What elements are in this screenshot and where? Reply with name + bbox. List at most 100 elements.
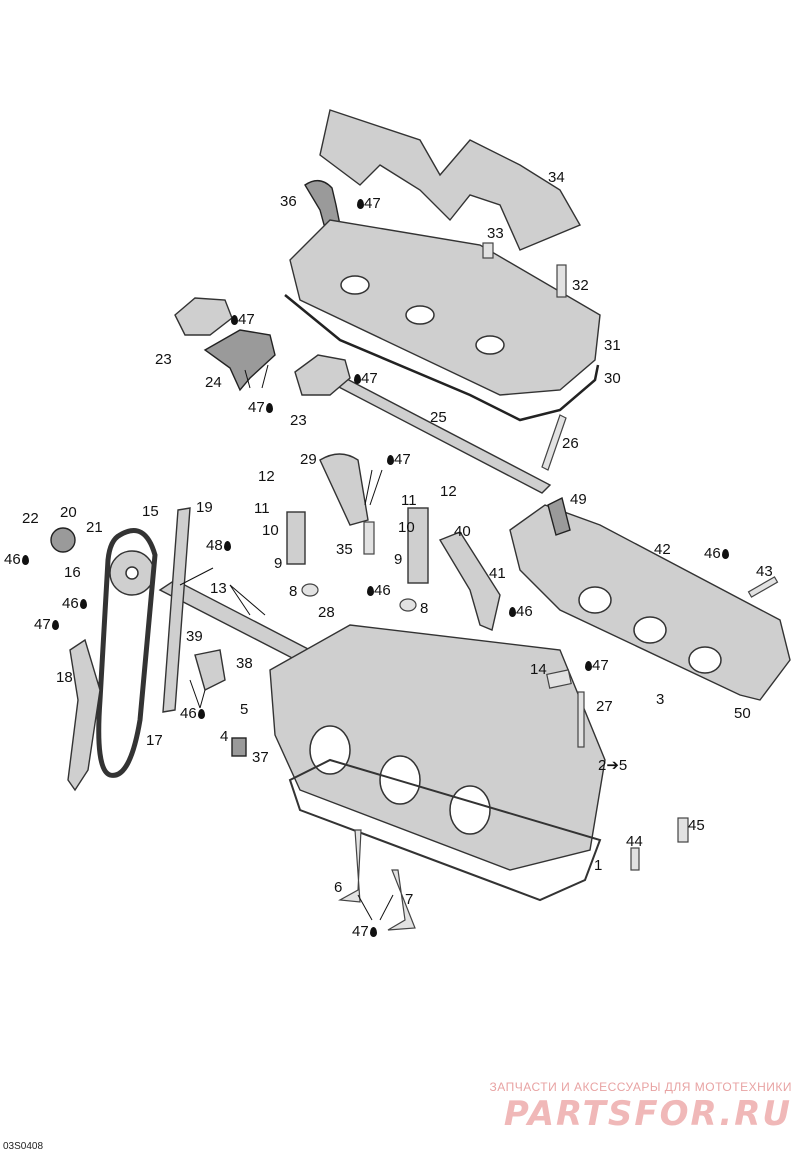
valve-6 bbox=[338, 829, 362, 903]
callout-48-oil: 48 bbox=[206, 538, 231, 554]
callout-8a: 8 bbox=[289, 583, 298, 600]
plate-14 bbox=[546, 669, 572, 689]
tensioner-20 bbox=[50, 527, 76, 553]
cylinder-head-1 bbox=[269, 624, 606, 871]
callout-19: 19 bbox=[196, 499, 213, 516]
oil-drop-icon bbox=[509, 607, 516, 617]
callout-16: 16 bbox=[64, 564, 81, 581]
oil-drop-icon bbox=[721, 549, 729, 559]
oil-drop-icon bbox=[585, 661, 592, 671]
callout-16-oil: 46 bbox=[62, 596, 87, 612]
callout-23a: 23 bbox=[155, 351, 172, 368]
callout-43-oil: 46 bbox=[704, 546, 729, 562]
rocker-arm-23-upper bbox=[174, 297, 233, 336]
callout-32: 32 bbox=[572, 277, 589, 294]
callout-36: 36 bbox=[280, 193, 297, 210]
callout-67-oil: 47 bbox=[352, 924, 377, 940]
oil-drop-icon bbox=[21, 555, 29, 565]
callout-38: 38 bbox=[236, 655, 253, 672]
callout-28: 28 bbox=[318, 604, 335, 621]
sprocket-hub bbox=[125, 566, 139, 580]
callout-30: 30 bbox=[604, 370, 621, 387]
callout-13: 13 bbox=[210, 580, 227, 597]
valve-cover-hole bbox=[475, 335, 505, 355]
tube-29 bbox=[319, 453, 369, 526]
manifold-port bbox=[633, 616, 667, 644]
manifold-port bbox=[688, 646, 722, 674]
reference-code: 03S0408 bbox=[3, 1141, 44, 1152]
callout-17: 17 bbox=[146, 732, 163, 749]
callout-9b: 9 bbox=[394, 551, 403, 568]
callout-34: 34 bbox=[548, 169, 565, 186]
bolt-32 bbox=[556, 264, 567, 298]
callout-23b: 23 bbox=[290, 412, 307, 429]
head-port bbox=[449, 785, 491, 835]
bracket-40 bbox=[438, 531, 501, 631]
bolt-27 bbox=[577, 691, 585, 748]
callout-22: 22 bbox=[22, 510, 39, 527]
callout-10a: 10 bbox=[262, 522, 279, 539]
intake-manifold-42 bbox=[509, 504, 791, 701]
oil-drop-icon bbox=[369, 927, 377, 937]
oil-drop-icon bbox=[231, 315, 238, 325]
callout-45: 45 bbox=[688, 817, 705, 834]
callout-33: 33 bbox=[487, 225, 504, 242]
callout-21: 21 bbox=[86, 519, 103, 536]
cover-plate-34 bbox=[319, 109, 582, 251]
sensor-37 bbox=[231, 737, 247, 757]
callout-18: 18 bbox=[56, 669, 73, 686]
oil-drop-icon bbox=[223, 541, 231, 551]
valve-cover-hole bbox=[340, 275, 370, 295]
valve-stem-seal-8b bbox=[399, 598, 417, 612]
callout-23b-oil: 47 bbox=[353, 371, 378, 387]
oil-drop-icon bbox=[51, 620, 59, 630]
valve-cover-31 bbox=[289, 219, 601, 396]
dowel-45 bbox=[677, 817, 689, 843]
bolt-43 bbox=[747, 576, 779, 598]
callout-23a-oil: 47 bbox=[230, 312, 255, 328]
callout-11b: 11 bbox=[401, 492, 417, 509]
callout-24: 24 bbox=[205, 374, 222, 391]
oil-drop-icon bbox=[265, 403, 273, 413]
chain-guide-18 bbox=[67, 638, 101, 792]
callout-31: 31 bbox=[604, 337, 621, 354]
valve-cover-hole bbox=[405, 305, 435, 325]
timing-chain-17 bbox=[96, 528, 158, 778]
head-gasket bbox=[288, 758, 602, 902]
callout-36-oil: 47 bbox=[356, 196, 381, 212]
callout-41: 41 bbox=[489, 565, 506, 582]
watermark-tagline: ЗАПЧАСТИ И АКСЕССУАРЫ ДЛЯ МОТОТЕХНИКИ bbox=[489, 1080, 792, 1094]
callout-50: 50 bbox=[734, 705, 751, 722]
callout-27: 27 bbox=[596, 698, 613, 715]
watermark-brand: PARTSFOR.RU bbox=[503, 1094, 792, 1134]
chain-guide-19 bbox=[162, 507, 191, 713]
sensor-38 bbox=[194, 649, 226, 692]
manifold-port bbox=[578, 586, 612, 614]
callout-24-oil: 47 bbox=[248, 400, 273, 416]
callout-8b: 8 bbox=[420, 600, 429, 617]
valve-stem-seal-8a bbox=[301, 583, 319, 597]
callout-25: 25 bbox=[430, 409, 447, 426]
callout-15: 15 bbox=[142, 503, 159, 520]
oil-drop-icon bbox=[197, 709, 205, 719]
callout-11a: 11 bbox=[254, 500, 270, 517]
callout-1: 1 bbox=[594, 857, 603, 874]
bolt-26 bbox=[541, 414, 567, 471]
valve-spring-stack-left bbox=[286, 511, 306, 565]
oil-drop-icon bbox=[367, 586, 374, 596]
dowel-44 bbox=[630, 847, 640, 871]
callout-37: 37 bbox=[252, 749, 269, 766]
cover-gasket-30 bbox=[284, 294, 600, 422]
oil-drop-icon bbox=[357, 199, 364, 209]
callout-9a: 9 bbox=[274, 555, 283, 572]
callout-39: 39 bbox=[186, 628, 203, 645]
callout-43: 43 bbox=[756, 563, 773, 580]
callout-20: 20 bbox=[60, 504, 77, 521]
callout-10b: 10 bbox=[398, 519, 415, 536]
oil-drop-icon bbox=[79, 599, 87, 609]
callout-35: 35 bbox=[336, 541, 353, 558]
connector-49 bbox=[547, 496, 571, 536]
callout-12a: 12 bbox=[258, 468, 275, 485]
callout-26: 26 bbox=[562, 435, 579, 452]
